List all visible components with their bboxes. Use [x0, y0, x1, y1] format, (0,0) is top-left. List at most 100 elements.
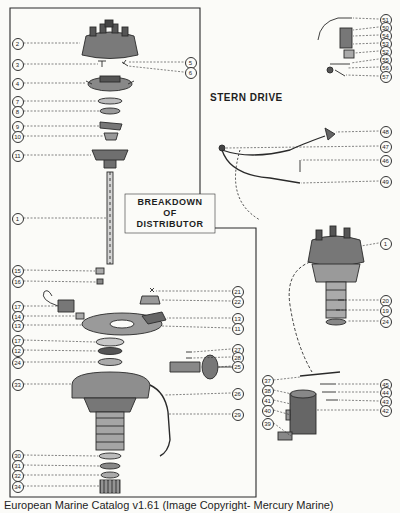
callout-number: 47: [380, 141, 392, 153]
leader-line: [361, 243, 379, 246]
callout-number: 8: [12, 106, 24, 118]
callout-number: 3: [12, 59, 24, 71]
leader-line: [156, 291, 231, 292]
leader-line: [341, 310, 379, 311]
leader-line: [24, 340, 96, 342]
leader-line: [339, 400, 379, 401]
leader-line: [24, 486, 100, 487]
callout-number: 24: [380, 316, 392, 328]
leader-line: [274, 423, 292, 436]
callout-number: 49: [380, 176, 392, 188]
distributor-cap: [82, 20, 138, 59]
leader-line: [24, 316, 76, 317]
leader-line: [24, 475, 101, 476]
leader-line: [337, 392, 379, 393]
leader-line: [24, 325, 83, 326]
callout-number: 46: [380, 155, 392, 167]
callout-number: 16: [12, 276, 24, 288]
leader-line: [128, 62, 184, 63]
callout-number: 26: [232, 388, 244, 400]
callout-number: 32: [12, 470, 24, 482]
callout-number: 25: [232, 361, 244, 373]
leader-line: [347, 321, 379, 322]
leader-line: [24, 126, 100, 127]
leader-line: [193, 357, 231, 358]
callout-number: 29: [232, 409, 244, 421]
callout-number: 19: [380, 305, 392, 317]
leader-line: [274, 410, 292, 415]
callout-number: 13: [12, 320, 24, 332]
callout-number: 4: [12, 78, 24, 90]
leader-line: [353, 35, 379, 36]
leader-line: [301, 181, 379, 183]
leader-line: [347, 67, 379, 68]
callout-number: 42: [380, 405, 392, 417]
callout-number: 34: [12, 481, 24, 493]
leader-line: [24, 218, 107, 219]
callout-number: 10: [12, 131, 24, 143]
leader-line: [24, 83, 87, 84]
section-title: STERN DRIVE: [210, 92, 283, 103]
leader-line: [219, 366, 231, 367]
leader-line: [24, 306, 58, 307]
leader-line: [24, 281, 97, 282]
leader-line: [353, 27, 379, 30]
leader-line: [355, 51, 379, 53]
leader-line: [274, 400, 292, 404]
callout-number: 6: [185, 67, 197, 79]
distributor-housing: [72, 372, 150, 450]
callout-number: 39: [262, 418, 274, 430]
leader-line: [301, 160, 379, 161]
leader-line: [165, 393, 231, 395]
leader-line: [353, 18, 379, 19]
leader-line: [193, 349, 231, 352]
leader-line: [346, 75, 379, 76]
wire-connector: [318, 18, 354, 76]
leader-line: [24, 455, 99, 456]
callout-number: 1: [12, 213, 24, 225]
leader-line: [353, 43, 379, 44]
leader-line: [162, 326, 231, 328]
callout-number: 2: [12, 38, 24, 50]
leader-line: [274, 377, 301, 380]
section-heading: BREAKDOWN OF DISTRIBUTOR: [128, 196, 212, 231]
leader-line: [24, 111, 100, 112]
leader-line: [24, 362, 98, 363]
heading-frame: [125, 194, 215, 233]
caption: European Marine Catalog v1.61 (Image Cop…: [4, 499, 334, 511]
leader-line: [345, 300, 379, 301]
leader-line: [167, 318, 231, 319]
leader-line: [24, 101, 98, 102]
callout-number: 22: [232, 296, 244, 308]
leader-line: [24, 270, 96, 271]
callout-number: 1: [380, 238, 392, 250]
callout-number: 48: [380, 126, 392, 138]
leader-line: [24, 43, 81, 44]
panel-border: [10, 8, 256, 497]
callout-number: 40: [262, 405, 274, 417]
callout-number: 12: [12, 345, 24, 357]
callout-number: 11: [232, 323, 244, 335]
ignition-coil: [278, 372, 340, 440]
leader-line: [24, 465, 100, 466]
leader-line: [351, 59, 379, 63]
callout-number: 11: [12, 150, 24, 162]
callout-number: 24: [12, 357, 24, 369]
screws: [98, 60, 128, 67]
leader-line: [336, 131, 379, 132]
leader-line: [317, 410, 379, 411]
leader-line: [337, 384, 379, 385]
leader-line: [24, 155, 92, 156]
callout-number: 33: [12, 379, 24, 391]
leader-line: [169, 414, 231, 415]
leader-line: [128, 66, 184, 72]
leader-line: [24, 384, 72, 385]
leader-line: [24, 136, 104, 137]
leader-line: [24, 350, 98, 351]
rotor-plate: [86, 76, 134, 91]
callout-number: 57: [380, 71, 392, 83]
callout-number: 15: [12, 265, 24, 277]
leader-line: [226, 146, 379, 148]
